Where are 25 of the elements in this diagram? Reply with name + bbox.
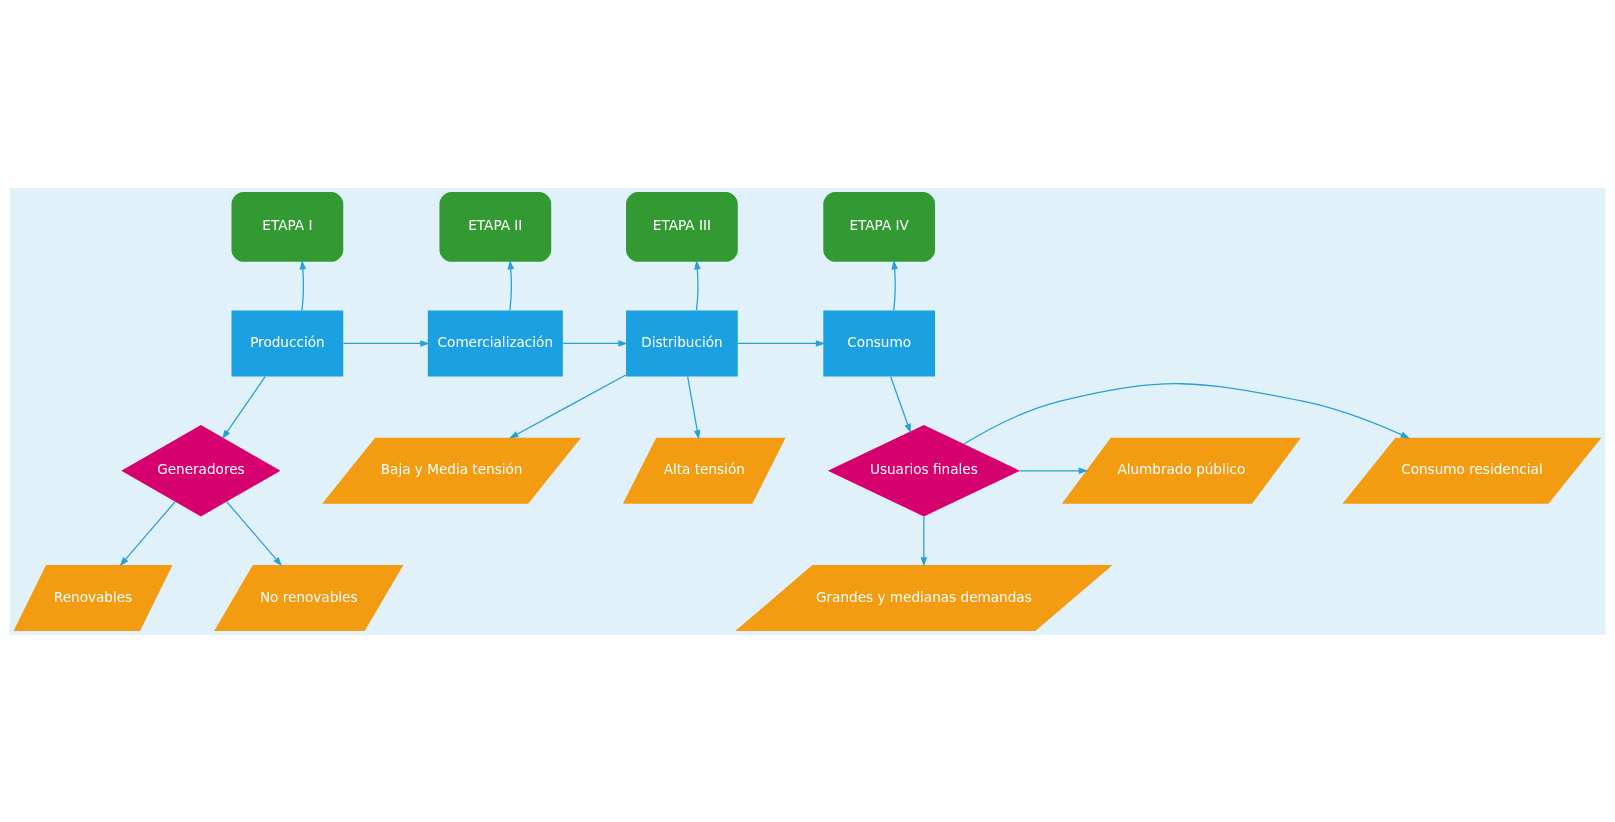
node-box: Producción [231,309,344,376]
arrow [342,339,430,347]
arrow [963,382,1410,445]
arrow [687,375,701,439]
node-box: Distribución [626,309,738,376]
arrow [119,500,176,566]
arrow [226,500,283,566]
arrow [694,259,701,311]
node-box: ETAPA III [626,191,738,262]
arrow [562,339,628,347]
arrow [1019,467,1089,474]
node-box: Consumo [823,309,936,376]
arrow [891,259,898,311]
arrow [737,339,826,347]
node-box: ETAPA II [439,191,552,262]
node-box: ETAPA I [231,191,344,262]
arrow [299,259,307,311]
arrow [222,375,266,439]
arrow [920,515,928,567]
arrow [890,375,911,433]
arrow [509,373,627,439]
node-box: ETAPA IV [823,191,936,262]
node-box: Comercialización [427,309,563,376]
arrow [507,259,515,311]
node-diamond: Generadores [121,424,281,516]
